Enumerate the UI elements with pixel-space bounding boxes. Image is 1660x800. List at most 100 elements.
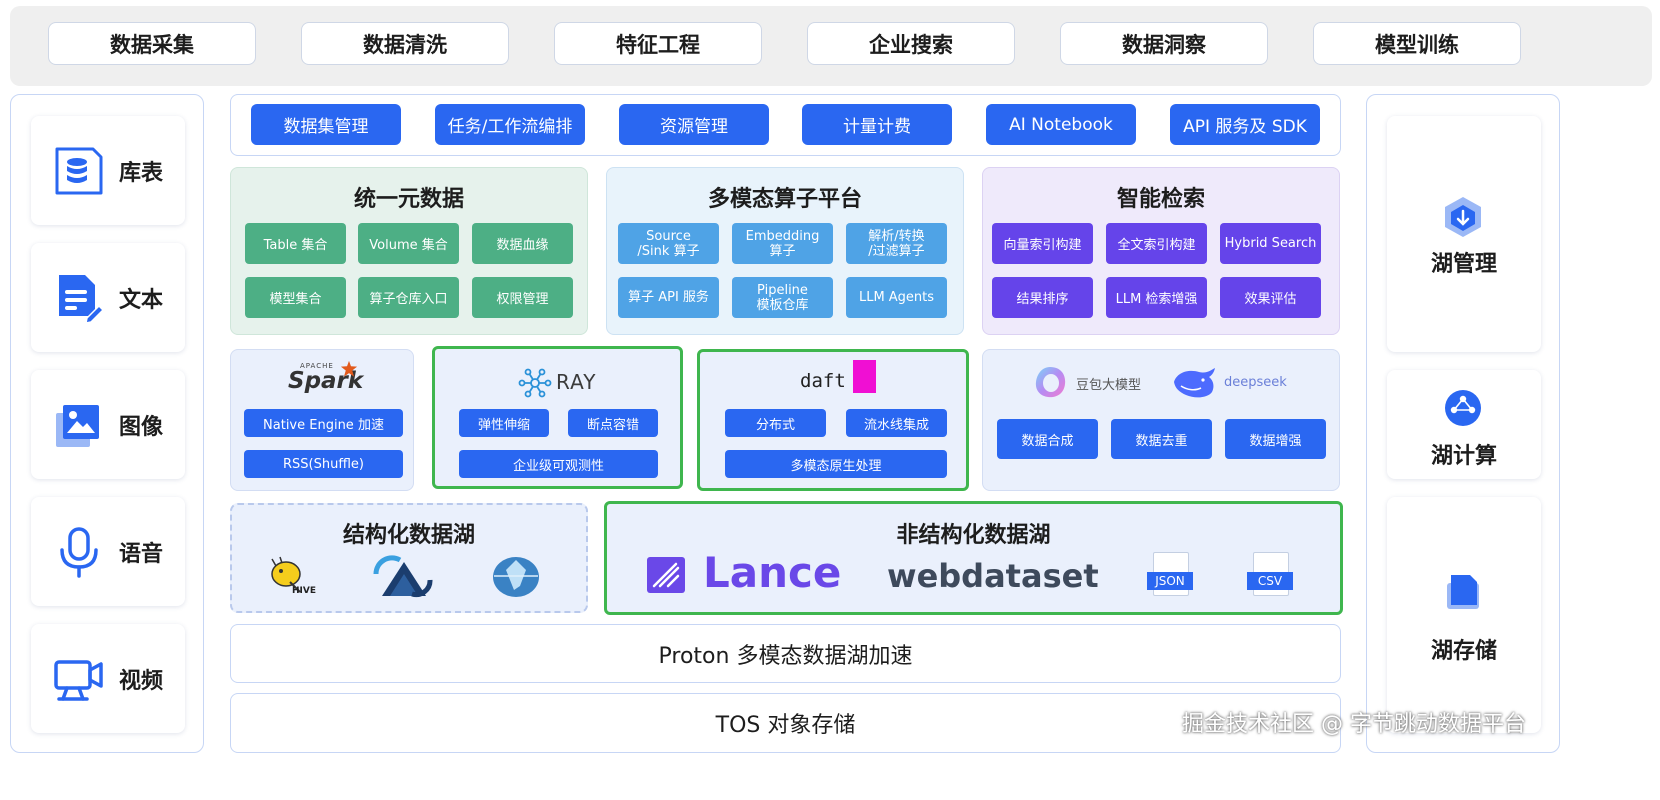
smart-search-title: 智能检索 [1116, 187, 1205, 212]
database-icon [55, 147, 103, 194]
service-bar [230, 94, 1341, 156]
effect-evaluation-chip[interactable]: 效果评估 [1220, 277, 1321, 318]
dataset-management-button[interactable]: 数据集管理 [251, 104, 401, 145]
chip-line: /Sink 算子 [637, 243, 700, 259]
checkpoint-tolerance-button[interactable]: 断点容错 [568, 409, 658, 437]
chip-line: 解析/转换 [868, 228, 925, 244]
data-type-text[interactable]: 文本 [31, 243, 185, 352]
parse-transform-filter-chip[interactable]: 解析/转换/过滤算子 [846, 223, 947, 264]
llm-retrieval-augment-chip[interactable]: LLM 检索增强 [1106, 277, 1207, 318]
csv-file-icon: CSV [1247, 552, 1295, 598]
native-engine-button[interactable]: Native Engine 加速 [244, 409, 403, 437]
hive-logo-icon [271, 556, 301, 593]
doubao-logo-icon [1035, 367, 1066, 398]
data-type-table[interactable]: 库表 [31, 116, 185, 225]
webdataset-logo-text: webdataset [887, 557, 1099, 595]
operator-platform-title: 多模态算子平台 [707, 187, 862, 212]
api-sdk-button[interactable]: API 服务及 SDK [1170, 104, 1320, 145]
unstructured-lake-panel [604, 501, 1343, 615]
chip-line: 模板仓库 [756, 297, 809, 313]
permission-management-chip[interactable]: 权限管理 [472, 277, 573, 318]
tab-data-collection[interactable]: 数据采集 [48, 22, 256, 65]
elastic-scaling-button[interactable]: 弹性伸缩 [459, 409, 549, 437]
lake-management-card[interactable]: 湖管理 [1387, 116, 1541, 352]
spark-logo-small-text: APACHE [300, 362, 334, 370]
deepseek-logo-text: deepseek [1224, 375, 1287, 390]
llm-agents-chip[interactable]: LLM Agents [846, 277, 947, 318]
lake-storage-card[interactable]: 湖存储 [1387, 497, 1541, 733]
resource-management-button[interactable]: 资源管理 [619, 104, 769, 145]
json-file-label: JSON [1147, 572, 1193, 590]
table-collection-chip[interactable]: Table 集合 [245, 223, 346, 264]
daft-logo-text: daft [800, 370, 846, 392]
data-type-label: 文本 [119, 287, 164, 313]
tab-data-cleaning[interactable]: 数据清洗 [301, 22, 509, 65]
data-type-label: 语音 [119, 541, 164, 567]
tab-feature-engineering[interactable]: 特征工程 [554, 22, 762, 65]
lake-storage-label: 湖存储 [1430, 639, 1497, 664]
chip-line: Pipeline [757, 282, 808, 298]
rss-shuffle-button[interactable]: RSS(Shuffle) [244, 450, 403, 478]
ray-logo-text: RAY [556, 370, 597, 394]
data-augmentation-button[interactable]: 数据增强 [1225, 419, 1326, 459]
lake-management-label: 湖管理 [1430, 252, 1497, 277]
video-icon [54, 659, 103, 701]
watermark: 掘金技术社区 @ 字节跳动数据平台 [1182, 712, 1526, 737]
source-sink-operator-chip[interactable]: Source/Sink 算子 [618, 223, 719, 264]
metering-billing-button[interactable]: 计量计费 [802, 104, 952, 145]
delta-lake-logo-icon [373, 555, 433, 598]
ray-highlight-frame [432, 346, 683, 489]
chip-line: Embedding [745, 228, 820, 244]
spark-star-icon [340, 360, 358, 377]
operator-api-service-chip[interactable]: 算子 API 服务 [618, 277, 719, 318]
structured-lake-title: 结构化数据湖 [342, 523, 475, 548]
chip-line: /过滤算子 [868, 243, 925, 259]
lake-management-icon [1445, 197, 1481, 237]
volume-collection-chip[interactable]: Volume 集合 [358, 223, 459, 264]
ai-notebook-button[interactable]: AI Notebook [986, 104, 1136, 145]
vector-index-chip[interactable]: 向量索引构建 [992, 223, 1093, 264]
data-type-label: 视频 [119, 668, 164, 694]
iceberg-logo-icon [493, 557, 539, 597]
result-ranking-chip[interactable]: 结果排序 [992, 277, 1093, 318]
distributed-button[interactable]: 分布式 [725, 409, 826, 437]
fulltext-index-chip[interactable]: 全文索引构建 [1106, 223, 1207, 264]
pipeline-integration-button[interactable]: 流水线集成 [846, 409, 947, 437]
chip-line: 算子 API 服务 [628, 290, 709, 305]
tab-model-training[interactable]: 模型训练 [1313, 22, 1521, 65]
model-collection-chip[interactable]: 模型集合 [245, 277, 346, 318]
data-type-audio[interactable]: 语音 [31, 497, 185, 606]
deepseek-whale-icon [1174, 368, 1215, 398]
daft-highlight-frame [697, 349, 969, 491]
tos-object-storage-bar: TOS 对象存储 [230, 693, 1341, 753]
spark-logo: APACHE Spark [280, 360, 370, 396]
unified-metadata-title: 统一元数据 [353, 187, 464, 212]
workflow-orchestration-button[interactable]: 任务/工作流编排 [435, 104, 585, 145]
tab-data-insight[interactable]: 数据洞察 [1060, 22, 1268, 65]
data-type-image[interactable]: 图像 [31, 370, 185, 479]
hybrid-search-chip[interactable]: Hybrid Search [1220, 223, 1321, 264]
operator-repo-entry-chip[interactable]: 算子仓库入口 [358, 277, 459, 318]
daft-logo-mark [853, 360, 876, 393]
chip-line: LLM Agents [858, 290, 935, 305]
lake-compute-icon [1445, 390, 1481, 426]
lake-storage-icon [1447, 575, 1479, 609]
data-type-label: 库表 [119, 160, 164, 186]
multimodal-native-processing-button[interactable]: 多模态原生处理 [725, 450, 947, 478]
tab-enterprise-search[interactable]: 企业搜索 [807, 22, 1015, 65]
hive-logo-text: HIVE [292, 586, 316, 596]
json-file-icon: JSON [1147, 552, 1195, 598]
lance-logo-icon [647, 557, 685, 593]
lake-compute-card[interactable]: 湖计算 [1387, 370, 1541, 479]
chip-line: 算子 [769, 243, 796, 259]
enterprise-observability-button[interactable]: 企业级可观测性 [459, 450, 658, 478]
data-type-video[interactable]: 视频 [31, 624, 185, 733]
lake-compute-label: 湖计算 [1430, 444, 1497, 469]
proton-acceleration-bar: Proton 多模态数据湖加速 [230, 624, 1341, 683]
data-synthesis-button[interactable]: 数据合成 [997, 419, 1098, 459]
data-dedup-button[interactable]: 数据去重 [1111, 419, 1212, 459]
data-lineage-chip[interactable]: 数据血缘 [472, 223, 573, 264]
data-type-label: 图像 [119, 414, 164, 440]
